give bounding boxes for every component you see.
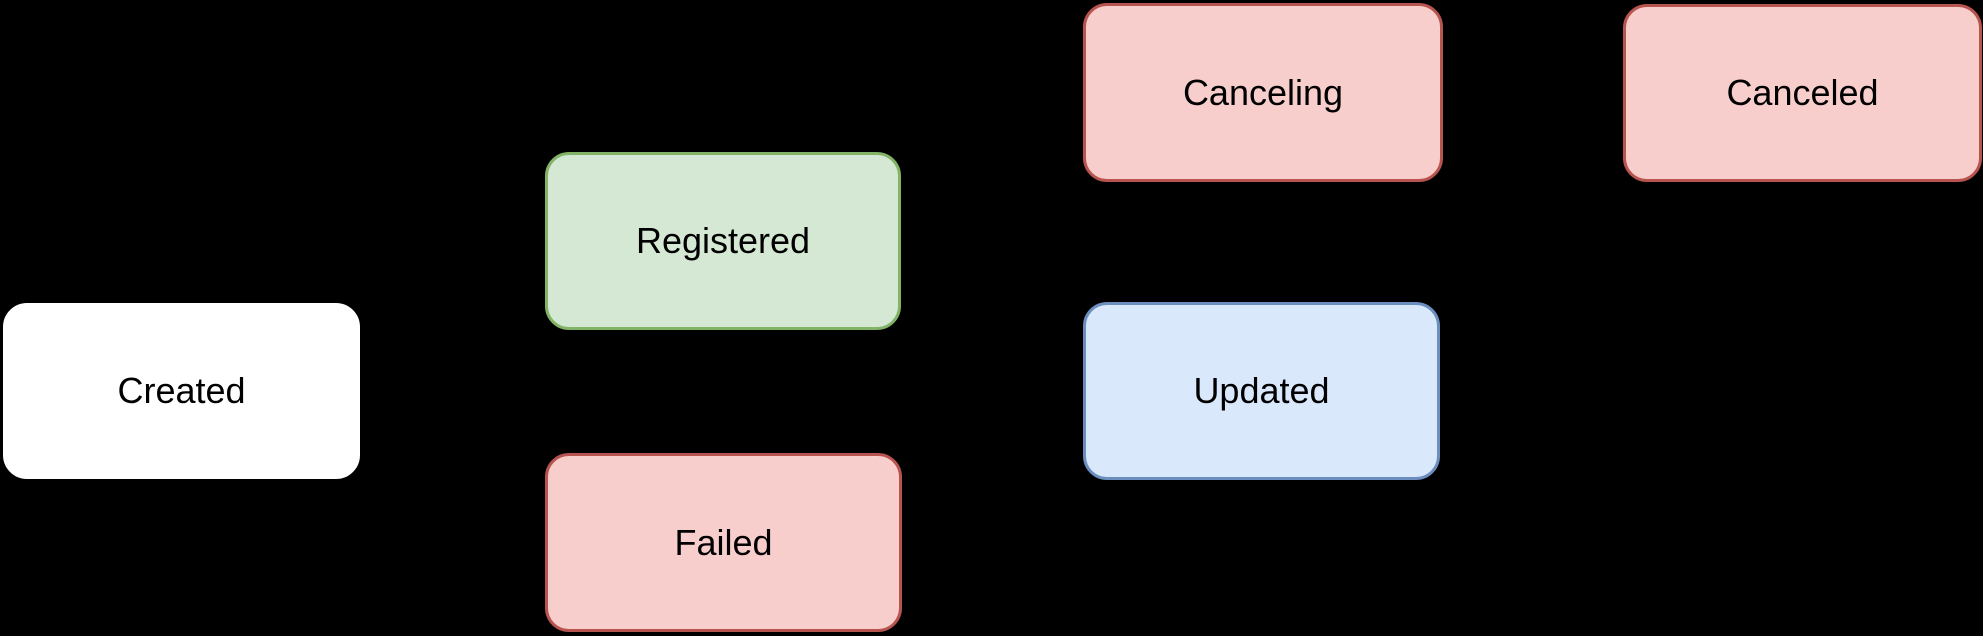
state-node-created: Created bbox=[3, 303, 360, 479]
state-node-label: Created bbox=[117, 370, 246, 412]
state-node-label: Updated bbox=[1193, 370, 1330, 412]
state-node-label: Failed bbox=[674, 521, 773, 563]
state-node-updated: Updated bbox=[1083, 302, 1440, 480]
state-node-canceled: Canceled bbox=[1623, 4, 1982, 182]
state-node-canceling: Canceling bbox=[1083, 3, 1443, 182]
state-node-failed: Failed bbox=[545, 453, 902, 632]
state-node-label: Canceling bbox=[1182, 71, 1344, 113]
state-node-label: Canceled bbox=[1726, 72, 1879, 114]
state-node-label: Registered bbox=[635, 220, 811, 262]
state-node-registered: Registered bbox=[545, 152, 901, 330]
